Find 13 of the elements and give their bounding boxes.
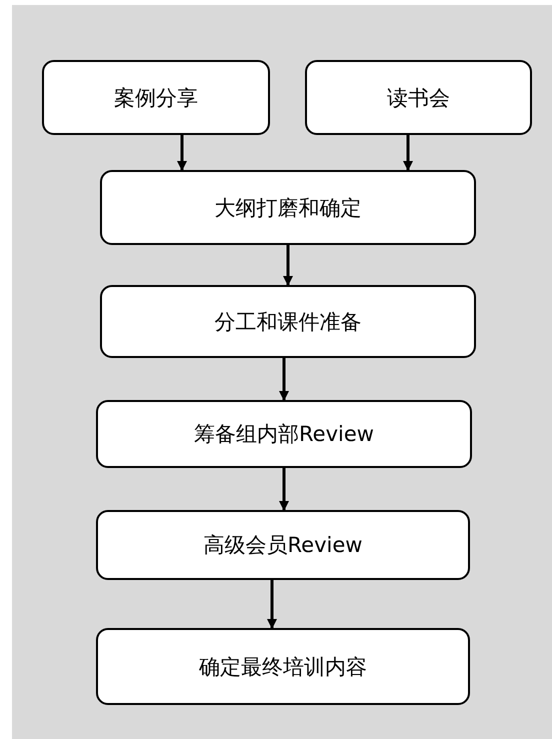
arrow: [403, 135, 413, 171]
arrow: [279, 358, 289, 401]
process-box: 高级会员Review: [96, 510, 470, 580]
process-box: 读书会: [305, 60, 532, 135]
process-box: 案例分享: [42, 60, 270, 135]
arrow: [177, 135, 187, 171]
arrow: [279, 468, 289, 511]
process-box: 确定最终培训内容: [96, 628, 470, 705]
process-box: 筹备组内部Review: [96, 400, 472, 468]
arrow: [283, 245, 293, 286]
arrow: [267, 580, 277, 629]
process-box: 分工和课件准备: [100, 285, 476, 358]
process-box: 大纲打磨和确定: [100, 170, 476, 245]
